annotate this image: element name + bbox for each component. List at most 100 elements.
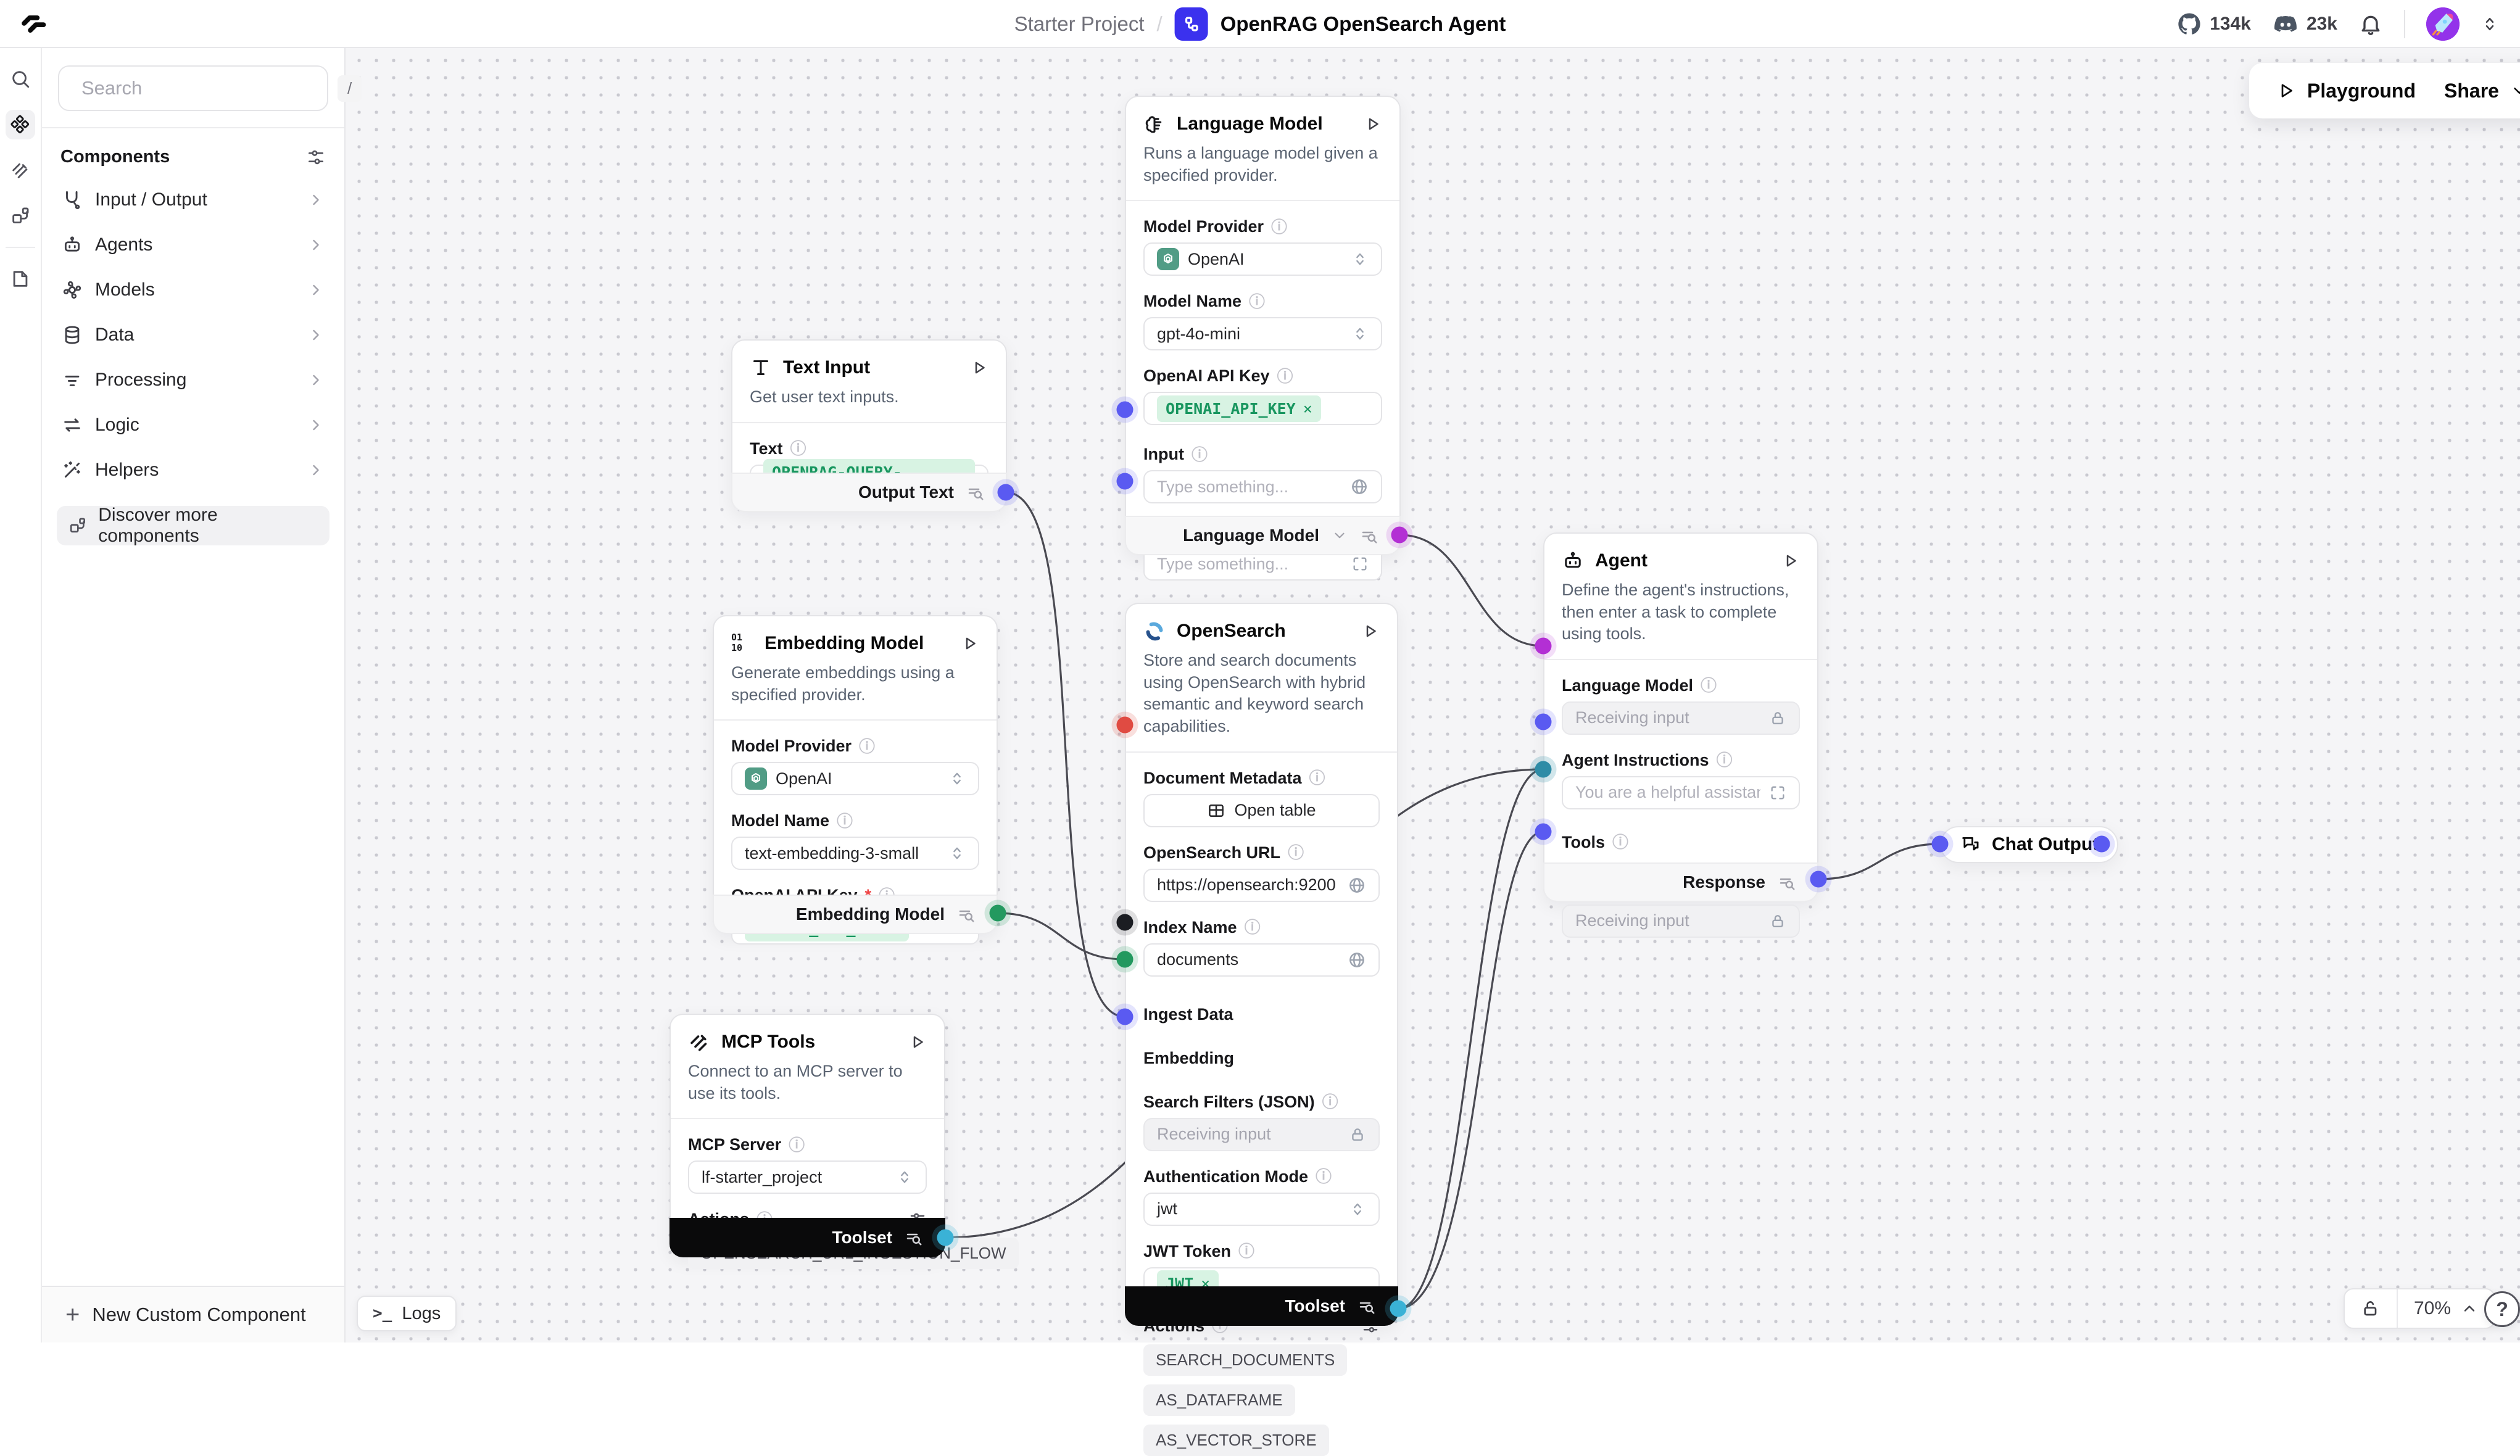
run-node-button[interactable] <box>1781 552 1800 570</box>
remove-chip-icon[interactable]: × <box>1303 400 1312 418</box>
auth-mode-select[interactable]: jwt <box>1143 1193 1380 1226</box>
expand-icon[interactable] <box>1351 555 1369 573</box>
expand-icon[interactable] <box>1769 784 1786 801</box>
action-chip[interactable]: AS_DATAFRAME <box>1143 1384 1295 1416</box>
rail-search-button[interactable] <box>6 64 35 94</box>
user-avatar[interactable] <box>2426 7 2460 41</box>
node-language-model[interactable]: Language Model Runs a language model giv… <box>1125 96 1401 555</box>
run-node-button[interactable] <box>908 1033 927 1051</box>
globe-icon[interactable] <box>1348 876 1366 895</box>
output-label: Language Model <box>1183 526 1319 545</box>
component-search[interactable]: / <box>58 65 328 111</box>
port-agent-tools[interactable] <box>1535 761 1552 778</box>
globe-icon[interactable] <box>1350 478 1369 496</box>
search-input[interactable] <box>81 77 328 99</box>
model-provider-select[interactable]: OpenAI <box>1143 242 1382 276</box>
processing-icon <box>62 370 83 391</box>
port-lm-input[interactable] <box>1117 402 1134 418</box>
node-chat-output[interactable]: Chat Output <box>1940 826 2118 863</box>
playground-button[interactable]: Playground <box>2276 80 2416 102</box>
node-output-row: Toolset <box>1125 1286 1398 1326</box>
discord-members[interactable]: 23k <box>2272 10 2337 38</box>
chevron-down-icon[interactable] <box>1332 527 1348 544</box>
port-opensearch-search-filters[interactable] <box>1117 1009 1134 1025</box>
input-field[interactable]: Type something... <box>1143 470 1382 503</box>
run-node-button[interactable] <box>970 358 989 377</box>
port-opensearch-ingest-data[interactable] <box>1117 914 1134 931</box>
model-name-select[interactable]: text-embedding-3-small <box>731 837 979 870</box>
share-button[interactable]: Share <box>2444 80 2520 102</box>
port-embedding-output[interactable] <box>990 905 1006 922</box>
run-node-button[interactable] <box>1364 115 1382 133</box>
inspect-output-icon[interactable] <box>1360 526 1378 545</box>
port-agent-instructions[interactable] <box>1535 714 1552 730</box>
inspect-output-icon[interactable] <box>905 1228 923 1247</box>
new-custom-component-button[interactable]: + New Custom Component <box>42 1286 344 1342</box>
open-table-button[interactable]: Open table <box>1143 794 1380 827</box>
port-opensearch-embedding[interactable] <box>1117 951 1134 968</box>
sidebar-item-models[interactable]: Models <box>52 267 334 312</box>
lock-canvas-button[interactable] <box>2345 1289 2397 1328</box>
inspect-output-icon[interactable] <box>966 483 985 502</box>
port-textinput-output[interactable] <box>998 484 1014 501</box>
api-key-field[interactable]: OPENAI_API_KEY× <box>1143 392 1382 425</box>
agent-instructions-field[interactable]: You are a helpful assistant that can <box>1562 776 1800 809</box>
mcp-server-select[interactable]: lf-starter_project <box>688 1160 927 1194</box>
rail-notes-button[interactable] <box>6 264 35 294</box>
inspect-output-icon[interactable] <box>957 905 976 924</box>
port-chatoutput-input[interactable] <box>1932 836 1949 853</box>
port-chatoutput-output[interactable] <box>2094 836 2110 853</box>
port-mcp-toolset[interactable] <box>937 1230 954 1246</box>
rail-bundles-button[interactable] <box>6 155 35 185</box>
node-mcp-tools[interactable]: MCP Tools Connect to an MCP server to us… <box>669 1014 945 1257</box>
sidebar-item-data[interactable]: Data <box>52 312 334 357</box>
node-title: Agent <box>1595 550 1648 571</box>
port-lm-system-message[interactable] <box>1117 473 1134 490</box>
discover-more-components-button[interactable]: Discover more components <box>57 506 330 545</box>
sidebar-item-agents[interactable]: Agents <box>52 222 334 267</box>
action-chip[interactable]: AS_VECTOR_STORE <box>1143 1425 1329 1456</box>
rail-components-button[interactable] <box>6 110 35 139</box>
node-agent[interactable]: Agent Define the agent's instructions, t… <box>1543 532 1818 902</box>
port-opensearch-document-metadata[interactable] <box>1117 717 1134 734</box>
github-stars[interactable]: 134k <box>2176 11 2251 37</box>
rail-mcp-button[interactable] <box>6 201 35 231</box>
global-variable-chip[interactable]: OPENAI_API_KEY× <box>1157 395 1321 422</box>
model-provider-select[interactable]: OpenAI <box>731 762 979 795</box>
zoom-level-button[interactable]: 70% <box>2398 1289 2494 1328</box>
model-name-select[interactable]: gpt-4o-mini <box>1143 317 1382 350</box>
help-button[interactable]: ? <box>2484 1291 2520 1327</box>
run-node-button[interactable] <box>1361 622 1380 640</box>
breadcrumb-project[interactable]: Starter Project <box>1014 12 1145 36</box>
logs-button[interactable]: >_ Logs <box>357 1296 457 1331</box>
globe-icon[interactable] <box>1348 951 1366 969</box>
filter-components-icon[interactable] <box>306 147 326 167</box>
port-opensearch-toolset[interactable] <box>1390 1301 1407 1317</box>
inspect-output-icon[interactable] <box>1357 1297 1376 1315</box>
sidebar-item-logic[interactable]: Logic <box>52 402 334 447</box>
port-agent-language-model[interactable] <box>1535 638 1552 655</box>
port-lm-output[interactable] <box>1391 527 1408 544</box>
opensearch-url-field[interactable]: https://opensearch:9200 <box>1143 869 1380 902</box>
flow-title[interactable]: OpenRAG OpenSearch Agent <box>1221 12 1506 36</box>
node-opensearch[interactable]: OpenSearch Store and search documents us… <box>1125 603 1398 1326</box>
port-agent-input[interactable] <box>1535 824 1552 840</box>
notifications-button[interactable] <box>2358 12 2383 36</box>
divider <box>2404 10 2405 38</box>
sidebar-item-helpers[interactable]: Helpers <box>52 447 334 492</box>
run-node-button[interactable] <box>961 634 979 653</box>
sidebar-item-input-output[interactable]: Input / Output <box>52 177 334 222</box>
action-chip[interactable]: SEARCH_DOCUMENTS <box>1143 1344 1347 1376</box>
sidebar-item-processing[interactable]: Processing <box>52 357 334 402</box>
port-agent-response[interactable] <box>1810 871 1827 888</box>
node-title: Chat Output <box>1992 834 2099 855</box>
chevron-updown-icon[interactable] <box>2481 15 2499 33</box>
inspect-output-icon[interactable] <box>1778 873 1796 891</box>
node-title: Embedding Model <box>765 633 924 654</box>
index-name-field[interactable]: documents <box>1143 943 1380 977</box>
mcp-server-value: lf-starter_project <box>702 1168 822 1187</box>
